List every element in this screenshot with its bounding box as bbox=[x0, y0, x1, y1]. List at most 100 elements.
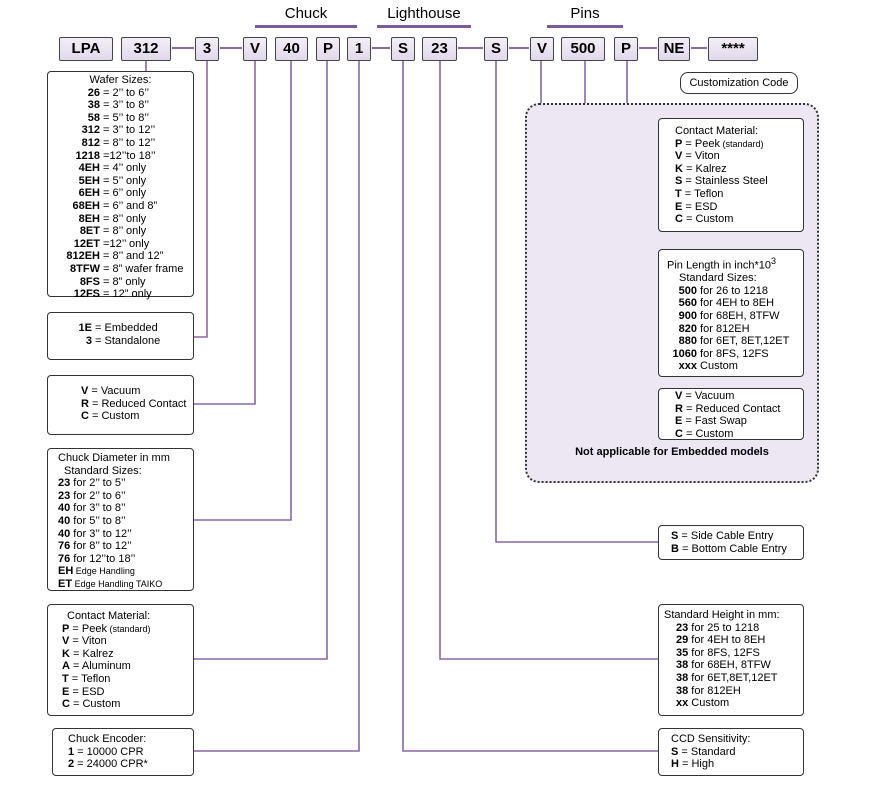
option-row: C = Custom bbox=[62, 698, 193, 711]
option-code: T bbox=[62, 672, 69, 685]
option-description: for 2’’ to 5’’ bbox=[70, 477, 126, 490]
option-description: = Custom bbox=[88, 410, 140, 423]
option-description: = Aluminum bbox=[69, 660, 131, 673]
option-description: = 6’’ only bbox=[100, 187, 147, 200]
option-code: 500 bbox=[678, 284, 697, 297]
option-row: 312 = 3’’ to 12’’ bbox=[54, 124, 187, 137]
option-description: for 26 to 1218 bbox=[697, 284, 768, 297]
option-code: 29 bbox=[676, 634, 689, 647]
option-description: for 8’’ to 12’’ bbox=[70, 540, 132, 553]
option-code: S bbox=[675, 175, 683, 188]
option-code: P bbox=[675, 137, 683, 150]
option-code: 820 bbox=[678, 322, 697, 335]
option-code: 560 bbox=[678, 297, 697, 310]
option-description: = 24000 CPR* bbox=[74, 758, 148, 771]
group-chuck-bar bbox=[255, 25, 357, 28]
option-code: 38 bbox=[87, 99, 100, 112]
pin-length-subtitle: Standard Sizes: bbox=[679, 272, 757, 285]
group-lighthouse-bar bbox=[377, 25, 471, 28]
option-code: xx bbox=[676, 697, 689, 710]
option-code: 35 bbox=[676, 646, 689, 659]
option-code: 40 bbox=[58, 514, 71, 527]
option-row: 8ET = 8’’ only bbox=[54, 225, 187, 238]
option-description: = 5’’ to 8’’ bbox=[100, 111, 150, 124]
option-code: 38 bbox=[676, 671, 689, 684]
code-chuck-encoder: 1 bbox=[347, 37, 371, 61]
option-row: H = High bbox=[671, 758, 803, 771]
option-description: Edge Handling bbox=[73, 566, 135, 577]
code-dash bbox=[372, 47, 390, 49]
option-code: E bbox=[675, 200, 683, 213]
option-row: 38 for 68EH, 8TFW bbox=[676, 659, 803, 672]
option-row: V = Vacuum bbox=[675, 390, 803, 403]
option-row: 40 for 3’’ to 8’’ bbox=[58, 502, 193, 515]
code-dash bbox=[639, 47, 657, 49]
option-description: for 68EH, 8TFW bbox=[688, 659, 771, 672]
option-description: = 3’’ to 12’’ bbox=[100, 124, 156, 137]
option-code: K bbox=[62, 647, 70, 660]
option-row: S = Standard bbox=[671, 746, 803, 759]
option-description: for 4EH to 8EH bbox=[688, 634, 766, 647]
option-row: 812 = 8’’ to 12’’ bbox=[54, 137, 187, 150]
option-note: (standard) bbox=[106, 623, 151, 634]
option-code: 40 bbox=[58, 527, 71, 540]
option-code: C bbox=[62, 698, 70, 711]
option-row: C = Custom bbox=[81, 410, 193, 423]
option-row: K = Kalrez bbox=[62, 648, 193, 661]
option-description: = 8” wafer frame bbox=[100, 262, 184, 275]
option-description: for 812EH bbox=[688, 684, 741, 697]
code-customization-prefix: NE bbox=[658, 37, 690, 61]
option-row: 812EH = 8’’ and 12” bbox=[54, 250, 187, 263]
code-wafer-size: 312 bbox=[121, 37, 171, 61]
code-dash bbox=[458, 47, 483, 49]
option-code: E bbox=[62, 685, 70, 698]
option-row: 1 = 10000 CPR bbox=[68, 746, 193, 759]
option-description: = Viton bbox=[69, 635, 107, 648]
option-code: 4EH bbox=[78, 162, 100, 175]
ccd-title: CCD Sensitivity: bbox=[671, 733, 751, 745]
option-description: Custom bbox=[697, 360, 738, 373]
option-code: 1218 bbox=[75, 149, 100, 162]
option-code: S bbox=[671, 530, 679, 542]
option-description: = 6’’ and 8” bbox=[100, 199, 158, 212]
pin-length-title-line: Pin Length in inch*103 bbox=[667, 255, 803, 272]
code-pin-type: V bbox=[530, 37, 554, 61]
option-description: = 8” only bbox=[100, 275, 146, 288]
option-code: 40 bbox=[58, 502, 71, 515]
group-pins-bar bbox=[547, 25, 623, 28]
option-row: ET Edge Handling TAIKO bbox=[58, 578, 193, 591]
option-description: = Fast Swap bbox=[682, 415, 747, 428]
option-code: 23 bbox=[58, 489, 71, 502]
option-row: 2 = 24000 CPR* bbox=[68, 758, 193, 771]
option-row: S = Stainless Steel bbox=[675, 175, 803, 188]
option-row: 23 for 2’’ to 5’’ bbox=[58, 477, 193, 490]
option-code: R bbox=[675, 402, 683, 415]
option-row: EH Edge Handling bbox=[58, 565, 193, 578]
option-description: Edge Handling TAIKO bbox=[72, 578, 163, 589]
code-dash bbox=[691, 47, 707, 49]
option-row: 58 = 5’’ to 8’’ bbox=[54, 112, 187, 125]
option-description: = Reduced Contact bbox=[682, 402, 781, 415]
code-mount: 3 bbox=[195, 37, 219, 61]
option-code: 8ET bbox=[79, 225, 100, 238]
option-description: = 8’’ to 12’’ bbox=[100, 136, 156, 149]
option-description: = 8’’ only bbox=[100, 225, 147, 238]
pin-length-title: Pin Length in inch*10 bbox=[667, 259, 771, 272]
option-code: 12FS bbox=[73, 288, 100, 301]
option-row: 4EH = 4’’ only bbox=[54, 162, 187, 175]
option-code: 1E bbox=[78, 322, 92, 334]
option-row: 1218 =12’’to 18’’ bbox=[54, 150, 187, 163]
chuck-encoder-title: Chuck Encoder: bbox=[68, 733, 147, 745]
option-row: 8FS = 8” only bbox=[54, 276, 187, 289]
option-row: C = Custom bbox=[675, 428, 803, 441]
group-lighthouse: Lighthouse bbox=[377, 5, 471, 28]
option-code: R bbox=[81, 397, 89, 410]
pin-material-title: Contact Material: bbox=[675, 125, 759, 137]
pin-length-box: Pin Length in inch*103 Standard Sizes: 5… bbox=[658, 249, 804, 377]
option-description: =12’’to 18’’ bbox=[100, 149, 156, 162]
option-row: V = Viton bbox=[62, 635, 193, 648]
option-row: 40 for 3’’ to 12’’ bbox=[58, 528, 193, 541]
